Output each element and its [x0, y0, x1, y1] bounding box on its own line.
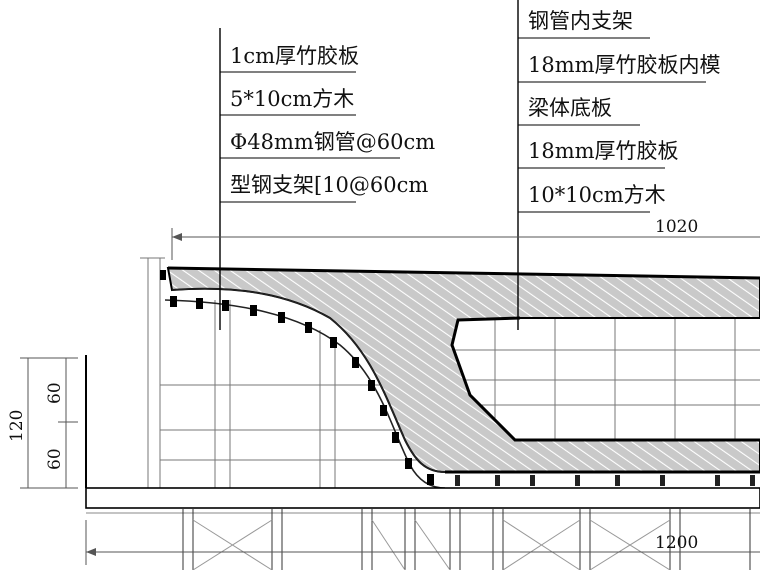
- top-surface-line: [167, 266, 760, 280]
- callout-right-4: 18mm厚竹胶板: [528, 139, 679, 163]
- dim-top-value: 1020: [655, 217, 698, 237]
- callout-left-2: 5*10cm方木: [230, 87, 354, 111]
- inner-mould-line: [450, 316, 760, 442]
- top-dimension: 1020: [171, 217, 760, 260]
- callout-left-1: 1cm厚竹胶板: [230, 44, 359, 68]
- callout-right-2: 18mm厚竹胶板内模: [528, 53, 721, 77]
- timber-blocks: [160, 270, 434, 485]
- dim-height-lower: 60: [45, 448, 65, 470]
- callout-right-3: 梁体底板: [528, 96, 612, 120]
- pipe-supports: [182, 508, 751, 571]
- callout-underlines: [220, 37, 706, 213]
- callout-right-1: 钢管内支架: [528, 9, 633, 33]
- callout-right-5: 10*10cm方木: [528, 183, 666, 207]
- callout-left-3: Φ48mm钢管@60cm: [230, 130, 435, 154]
- base-beam: [85, 487, 760, 509]
- dim-bottom-value: 1200: [655, 533, 698, 553]
- dim-height-upper: 60: [45, 382, 65, 404]
- bottom-dimension: 1200: [85, 520, 760, 565]
- height-dimension: 120 60 60: [7, 355, 87, 489]
- callout-left-4: 型钢支架[10@60cm: [230, 173, 428, 197]
- bottom-timber-blocks: [455, 475, 755, 486]
- dim-height-total: 120: [7, 410, 27, 442]
